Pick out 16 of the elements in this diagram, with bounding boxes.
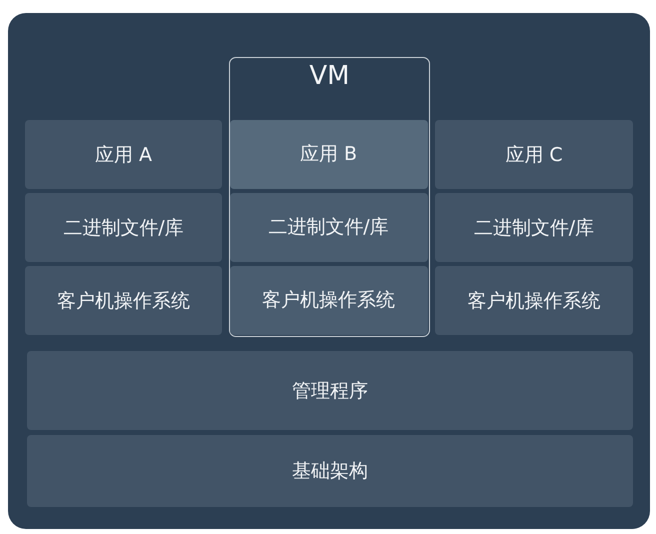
layer-label: 管理程序 xyxy=(291,378,369,404)
layer-box xyxy=(230,192,428,262)
layer-label: 基础架构 xyxy=(291,459,369,484)
layer-label: 应用 A xyxy=(94,142,154,168)
layer-label: 客户机操作系统 xyxy=(56,288,191,314)
layer-label: 客户机操作系统 xyxy=(261,288,396,313)
layer-label: 应用 C xyxy=(504,142,564,168)
layer-box xyxy=(230,266,428,334)
layer-label: 二进制文件/库 xyxy=(62,216,185,240)
layer-label: VM xyxy=(308,61,351,91)
layer-label: 应用 B xyxy=(298,142,358,167)
layer-box xyxy=(230,120,428,188)
vm-box xyxy=(229,57,430,337)
layer-label: 二进制文件/库 xyxy=(267,215,390,240)
layer-label: 客户机操作系统 xyxy=(466,288,602,314)
layer-label: 二进制文件/库 xyxy=(472,216,596,240)
